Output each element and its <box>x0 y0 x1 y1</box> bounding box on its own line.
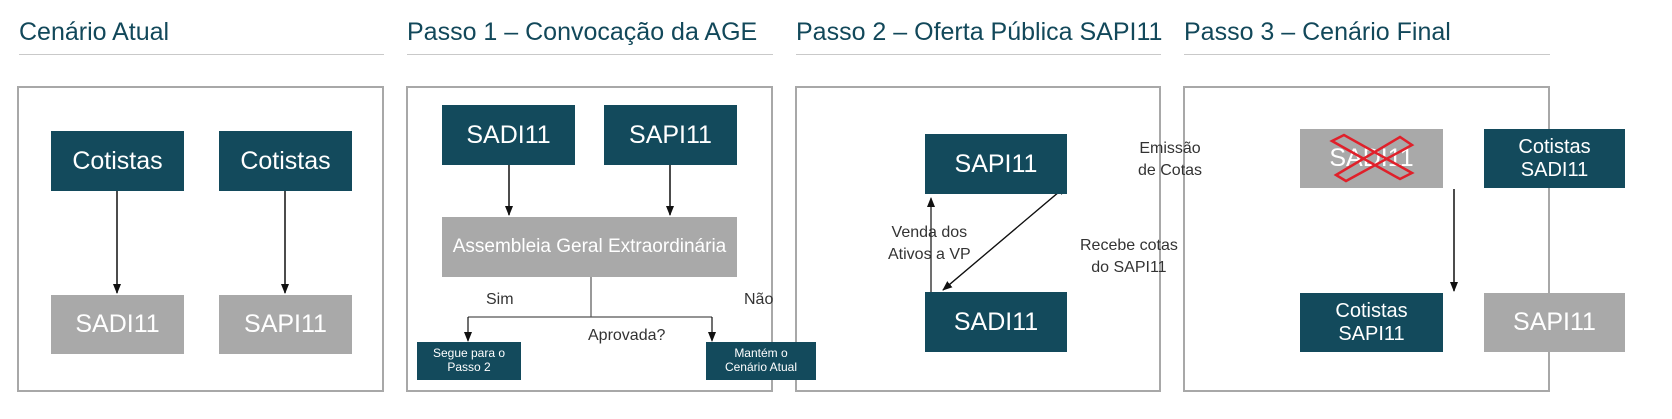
label-recebe-cotas: Recebe cotas do SAPI11 <box>1080 235 1178 280</box>
box-label-line2: SADI11 <box>1520 158 1589 181</box>
box-sadi11: SADI11 <box>925 292 1067 352</box>
box-sapi11: SAPI11 <box>1484 293 1625 352</box>
title-cenario-atual: Cenário Atual <box>19 14 384 55</box>
box-cotistas-sapi11: Cotistas SAPI11 <box>1300 293 1443 352</box>
label-sim: Sim <box>486 291 514 308</box>
title-passo-1: Passo 1 – Convocação da AGE <box>407 14 773 55</box>
box-mantem-cenario: Mantém o Cenário Atual <box>706 342 816 380</box>
box-label: SADI11 <box>466 120 551 149</box>
box-sapi11: SAPI11 <box>604 105 737 165</box>
box-label-line1: Mantém o <box>734 346 788 361</box>
box-assembleia: Assembleia Geral Extraordinária <box>442 217 737 277</box>
box-cotistas-sadi11: Cotistas SADI11 <box>1484 129 1625 188</box>
label-line1: Venda dos <box>891 224 968 241</box>
box-sapi11: SAPI11 <box>925 134 1067 194</box>
box-label: SAPI11 <box>1513 308 1596 337</box>
box-label-line2: Passo 2 <box>447 360 491 374</box>
box-label-line2: SAPI11 <box>1338 322 1405 345</box>
box-cotistas-left: Cotistas <box>51 131 184 191</box>
label-line1: Recebe cotas <box>1080 237 1178 254</box>
label-emissao-cotas: Emissão de Cotas <box>1138 138 1202 183</box>
title-passo-2: Passo 2 – Oferta Pública SAPI11 <box>796 14 1162 55</box>
box-label: SADI11 <box>953 307 1039 336</box>
label-line1: Emissão <box>1139 140 1201 157</box>
box-cotistas-right: Cotistas <box>219 131 352 191</box>
box-label: Cotistas <box>240 146 331 175</box>
box-label-line2: Cenário Atual <box>724 360 798 374</box>
box-label: SAPI11 <box>629 120 712 149</box>
label-nao: Não <box>744 291 774 308</box>
label-venda-ativos: Venda dos Ativos a VP <box>888 222 971 267</box>
label-line2: do SAPI11 <box>1091 259 1167 277</box>
box-label-line1: Cotistas <box>1518 135 1591 158</box>
box-sadi11: SADI11 <box>442 105 575 165</box>
box-label: Cotistas <box>72 146 163 175</box>
box-sadi11: SADI11 <box>51 295 184 354</box>
box-label: SADI11 <box>75 310 160 339</box>
box-sapi11: SAPI11 <box>219 295 352 354</box>
box-label: SAPI11 <box>244 310 327 339</box>
cross-out-icon <box>1329 133 1415 183</box>
box-label: Assembleia Geral Extraordinária <box>452 236 727 258</box>
box-sadi11-extinct: SADI11 <box>1300 129 1443 188</box>
label-line2: Ativos a VP <box>888 246 971 264</box>
label-line2: de Cotas <box>1138 162 1203 180</box>
label-aprovada: Aprovada? <box>588 327 666 344</box>
box-segue-passo-2: Segue para o Passo 2 <box>417 342 521 380</box>
box-label: SAPI11 <box>954 149 1038 178</box>
box-label-line1: Segue para o <box>432 346 506 361</box>
title-passo-3: Passo 3 – Cenário Final <box>1184 14 1550 55</box>
box-label-line1: Cotistas <box>1335 299 1408 322</box>
